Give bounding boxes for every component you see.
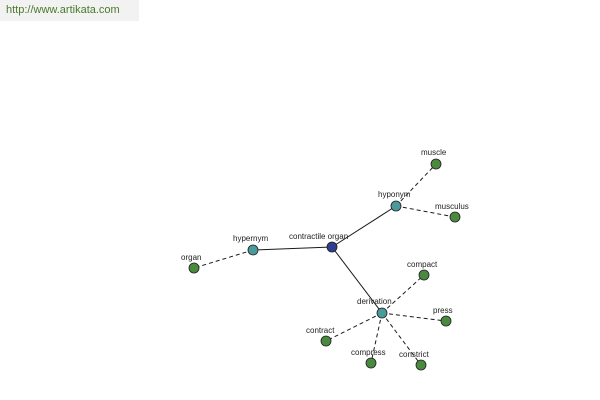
- node-center[interactable]: contractile organ: [289, 232, 348, 253]
- term-node-dot[interactable]: [320, 335, 332, 347]
- term-node-label: constrict: [399, 350, 430, 359]
- node-term-musculus[interactable]: musculus: [435, 202, 469, 223]
- edge-hyponym-musculus: [395, 205, 456, 218]
- node-relation-derivation[interactable]: derivation: [357, 297, 392, 319]
- node-relation-hypernym[interactable]: hypernym: [233, 234, 268, 256]
- edge-derivation-constrict: [381, 312, 422, 366]
- edge-hypernym-organ: [193, 249, 254, 269]
- edge-center-derivation: [331, 246, 383, 314]
- term-node-label: compress: [351, 348, 386, 357]
- term-node-dot[interactable]: [430, 158, 442, 170]
- node-term-compress[interactable]: compress: [351, 348, 386, 369]
- term-node-label: contract: [306, 326, 335, 335]
- source-url-bar: http://www.artikata.com: [0, 0, 139, 21]
- edge-derivation-compact: [381, 274, 425, 314]
- center-node-label: contractile organ: [289, 232, 348, 241]
- relation-node-label: hyponym: [378, 190, 411, 199]
- edge-center-hyponym: [331, 205, 397, 248]
- term-node-dot[interactable]: [418, 269, 430, 281]
- node-term-contract[interactable]: contract: [306, 326, 335, 347]
- term-node-label: compact: [407, 260, 438, 269]
- relation-node-dot[interactable]: [376, 307, 388, 319]
- term-node-dot[interactable]: [440, 315, 452, 327]
- edge-derivation-compress: [370, 312, 383, 364]
- edge-center-hypernym: [252, 246, 333, 251]
- node-term-organ[interactable]: organ: [181, 253, 201, 274]
- source-url-link[interactable]: http://www.artikata.com: [6, 4, 120, 16]
- term-node-label: press: [433, 306, 453, 315]
- nodes: contractile organ hyponym muscle musculu…: [181, 148, 469, 371]
- term-node-label: musculus: [435, 202, 469, 211]
- edges: [193, 163, 456, 366]
- node-term-constrict[interactable]: constrict: [399, 350, 430, 371]
- node-term-press[interactable]: press: [433, 306, 453, 327]
- node-term-compact[interactable]: compact: [407, 260, 438, 281]
- relation-node-dot[interactable]: [247, 244, 259, 256]
- term-node-dot[interactable]: [188, 262, 200, 274]
- relation-node-dot[interactable]: [390, 200, 402, 212]
- term-node-label: muscle: [421, 148, 447, 157]
- term-node-dot[interactable]: [449, 211, 461, 223]
- node-relation-hyponym[interactable]: hyponym: [378, 190, 411, 212]
- edge-derivation-press: [381, 312, 447, 322]
- term-node-label: organ: [181, 253, 201, 262]
- center-node-dot[interactable]: [326, 241, 338, 253]
- term-node-dot[interactable]: [415, 359, 427, 371]
- node-term-muscle[interactable]: muscle: [421, 148, 447, 170]
- edge-derivation-contract: [325, 312, 383, 342]
- relation-node-label: derivation: [357, 297, 392, 306]
- edge-hyponym-muscle: [395, 163, 437, 207]
- relation-node-label: hypernym: [233, 234, 268, 243]
- term-node-dot[interactable]: [365, 357, 377, 369]
